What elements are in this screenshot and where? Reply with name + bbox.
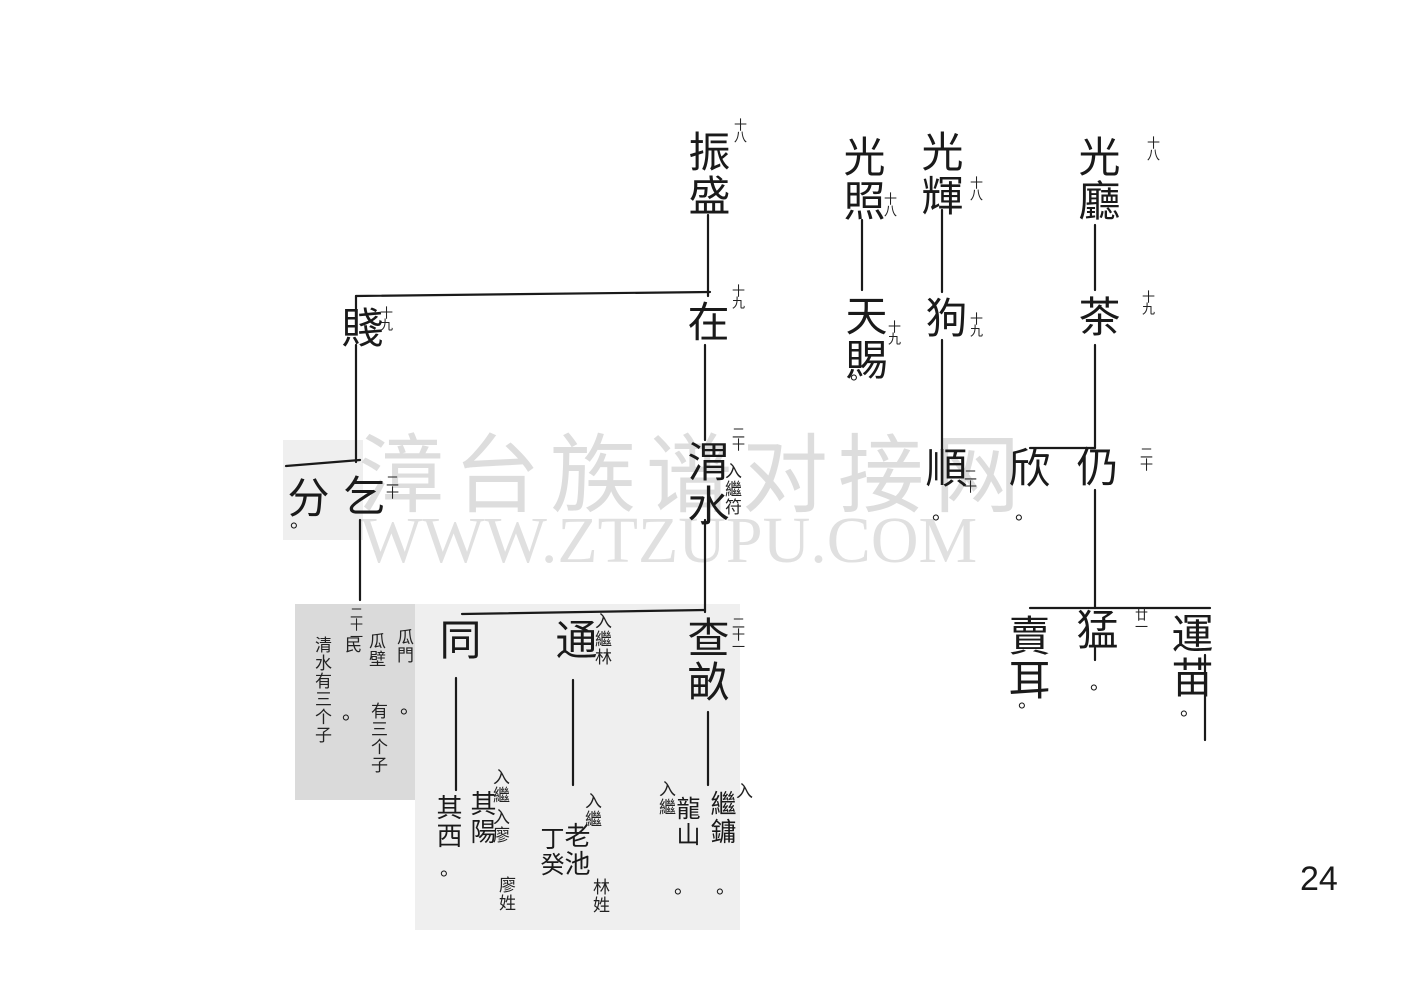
generation-mark: 十八 [967,176,982,200]
person-fen: 分 [281,476,330,520]
person-zhamu-son1: 繼鏞 [706,790,736,846]
scan-shade-left [283,440,363,540]
person-zhamu: 查畝 [681,616,730,704]
adoption-mark: 入繼 [655,780,675,816]
scan-shade-lower [415,604,740,930]
scan-shade-note-box [295,604,415,800]
generation-mark: 十九 [885,320,900,344]
person-shier: 賣耳 [1002,614,1051,702]
generation-mark: 十八 [881,192,896,216]
person-reng: 仍 [1070,445,1119,489]
note-name: 瓜門 [393,628,413,664]
end-dot: 。 [290,508,310,532]
adoption-note: 入繼林 [591,612,611,666]
generation-mark: 十八 [1144,136,1159,160]
end-dot: 。 [932,500,952,524]
adoption-mark: 入 [732,782,752,800]
person-zhensheng: 振盛 [682,130,731,218]
end-dot: 。 [1180,696,1200,720]
adoption-mark: 入繼 [489,768,509,804]
adoption-mark: 入繼 [581,792,601,828]
person-yi: 乞 [337,474,386,518]
person-tong2-son2: 其西 [432,794,462,850]
person-tong2: 同 [433,618,482,662]
generation-mark: 二十 [1137,446,1152,470]
end-dot: 。 [1015,500,1035,524]
surname-note: 林姓 [589,878,609,914]
person-shun: 順 [919,446,968,490]
person-xin: 欣 [1002,446,1051,490]
end-dot: 。 [400,694,420,718]
end-dot: 。 [674,874,694,898]
note-name: 瓜壁 [365,632,385,668]
page-number: 24 [1300,860,1338,898]
person-guanghui: 光輝 [915,130,964,218]
generation-mark: 十九 [1139,290,1154,314]
person-weishui: 渭水 [681,440,730,528]
watermark-chinese: 漳台族谱对接网 [358,426,1030,526]
person-cha: 茶 [1072,295,1121,339]
generation-mark: 二十一 [347,606,362,642]
generation-mark: 二十一 [729,616,744,652]
generation-mark: 廿一 [1132,608,1147,632]
person-guangting: 光廳 [1072,135,1121,223]
adoption-note: 入廖 [489,808,509,844]
generation-mark: 十八 [731,118,746,142]
note-children: 有三个子 [367,702,387,774]
generation-mark: 十九 [729,284,744,308]
person-guangzhao: 光照 [837,135,886,223]
generation-mark: 二十 [383,474,398,498]
person-gou: 狗 [919,296,968,340]
surname-note: 廖姓 [495,876,515,912]
person-meng: 猛 [1070,608,1119,652]
generation-mark: 二十 [961,468,976,492]
person-zhamu-son2: 龍山 [672,796,700,848]
person-tong: 通 [549,618,598,662]
person-tianci: 天賜 [839,294,888,382]
end-dot: 。 [716,874,736,898]
generation-mark: 十九 [377,306,392,330]
person-tong-son1: 老池 [560,822,590,878]
generation-mark: 十九 [967,312,982,336]
person-tong-son2: 丁癸 [536,826,564,878]
end-dot: 。 [1090,670,1110,694]
person-jian: 賤 [335,306,384,350]
person-tong2-son1: 其陽 [466,790,496,846]
person-zai: 在 [681,300,730,344]
generation-mark: 二十 [729,426,744,450]
note-children: 清水有三个子 [311,636,331,744]
note-name: 民 [341,636,361,654]
adoption-note: 入繼符 [721,462,741,516]
watermark-url: WWW.ZTZUPU.COM [360,504,978,577]
end-dot: 。 [342,700,362,724]
person-lianmiao: 運苗 [1165,612,1214,700]
end-dot: 。 [1018,688,1038,712]
end-dot: 。 [440,856,460,880]
end-dot: 。 [850,360,870,384]
